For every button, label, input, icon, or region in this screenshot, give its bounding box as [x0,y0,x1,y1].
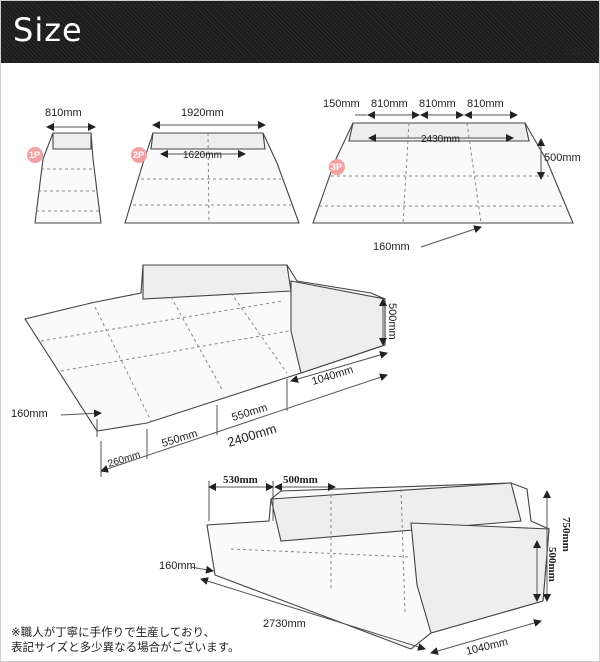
inner-label-3p: 2430mm [421,134,460,145]
badge-2p [131,147,147,163]
sofa-depth-label: 1040mm [465,636,509,658]
sofa-backrest [270,482,522,542]
sofa-right-arm [410,522,550,634]
width-label-2p: 1920mm [181,107,224,119]
width-label-1p: 810mm [45,107,82,119]
bed-left-depth-label: 160mm [11,408,48,420]
gap-label-3p: 160mm [373,241,410,253]
bed-seg3-label: 550mm [230,402,269,424]
seat2-label-3p: 810mm [419,98,456,110]
badge-1p-text: 1P [29,150,40,160]
config-3p: 150mm 810mm 810mm 810mm 2430mm 500mm 160… [312,98,581,253]
height-label-3p: 500mm [544,152,581,164]
note-line-2: 表記サイズと多少異なる場合がございます。 [11,640,240,654]
bed-total-label: 2400mm [225,421,278,450]
sofa-total-height-label: 750mm [560,517,572,552]
arm-label-3p: 150mm [323,98,360,110]
sofa-leg-label: 160mm [159,560,196,572]
bed-mode-diagram: 500mm 160mm 1040mm 260mm 550mm 550mm 240… [11,264,398,477]
disclaimer-note: ※職人が丁寧に手作りで生産しており、 表記サイズと多少異なる場合がございます。 [11,625,240,655]
badge-3p-text: 3P [331,162,342,172]
config-2p: 1920mm 1620mm 2P [124,107,300,224]
inner-label-2p: 1620mm [183,150,222,161]
seat1-label-3p: 810mm [371,98,408,110]
sofa-seat-label: 500mm [283,474,318,486]
header-bar: Size [1,1,599,63]
sofa-1p-back [52,132,92,150]
header-title: Size [13,11,83,49]
unit-label: 単位：mm [522,42,585,57]
seat3-label-3p: 810mm [467,98,504,110]
sofa-back-label: 530mm [223,474,258,486]
bed-seg1-label: 260mm [107,450,142,470]
badge-3p [329,159,345,175]
bed-seg2-label: 550mm [160,428,199,450]
sofa-seat-height-label: 500mm [546,547,558,582]
sofa-mode-diagram: 530mm 500mm 160mm 2730mm 1040mm 750mm 50… [159,474,572,658]
bed-height-label: 500mm [386,303,398,340]
note-line-1: ※職人が丁寧に手作りで生産しており、 [11,625,215,639]
badge-1p [27,147,43,163]
badge-2p-text: 2P [133,150,144,160]
sofa-width-label: 2730mm [263,618,306,630]
config-1p: 810mm 1P [27,107,102,224]
